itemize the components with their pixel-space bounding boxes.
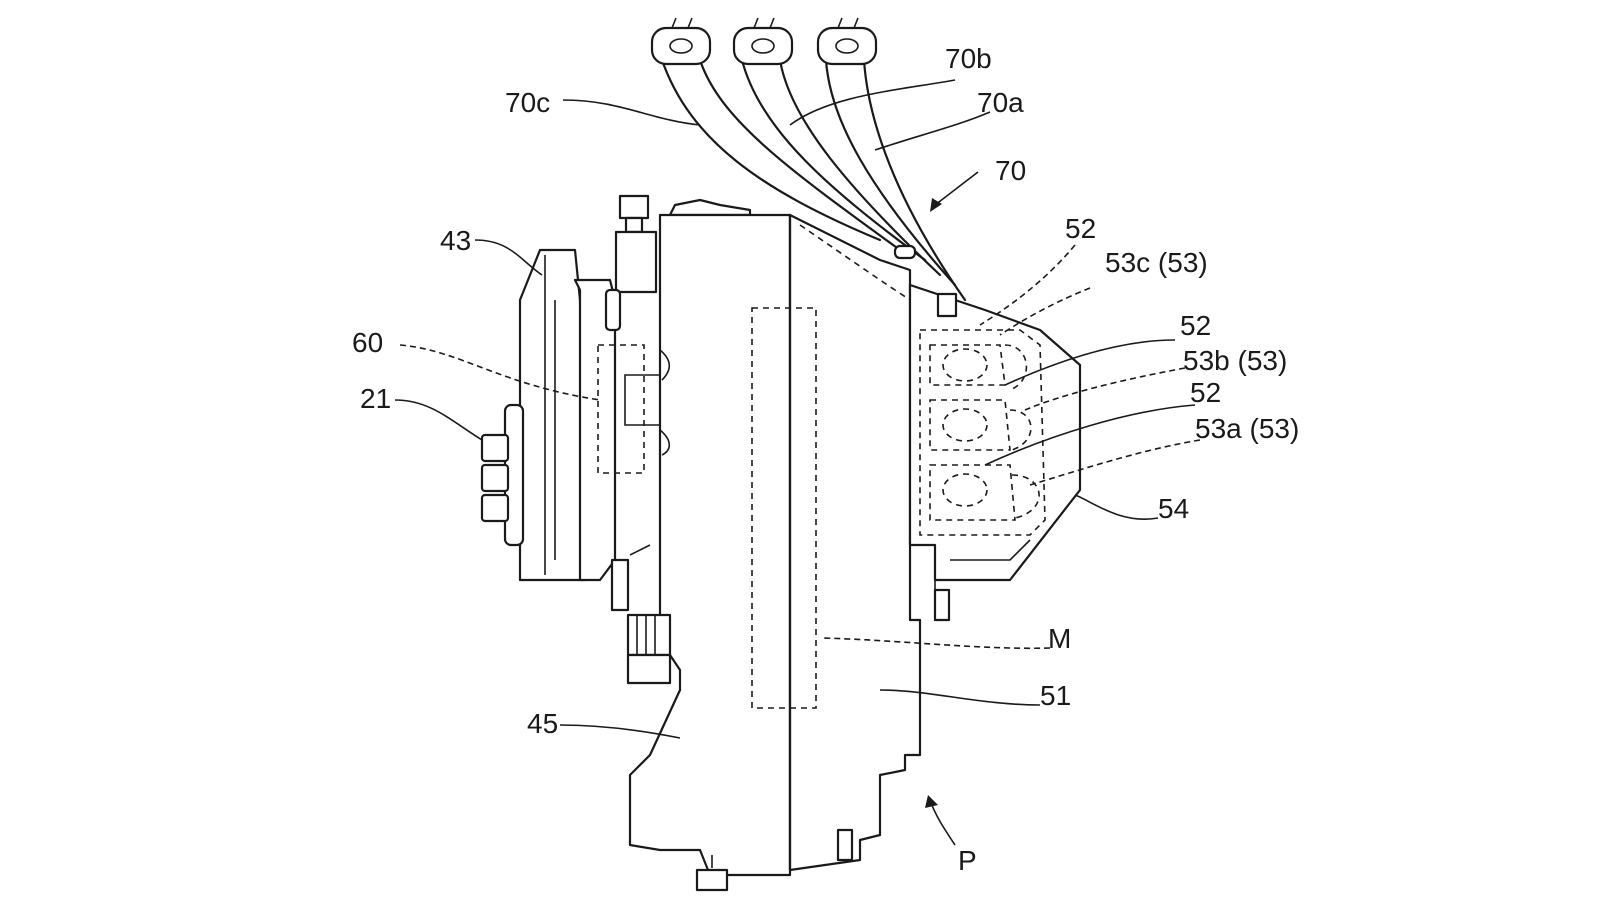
leader-lines (394, 79, 1201, 846)
label-43: 43 (440, 225, 471, 256)
cable-70a (824, 58, 957, 287)
housing-45 (610, 198, 792, 892)
label-52-top: 52 (1065, 213, 1096, 244)
label-53c: 53c (53) (1105, 247, 1208, 278)
stator-M-outline (751, 307, 817, 709)
label-70a: 70a (977, 87, 1024, 118)
label-52-low: 52 (1190, 377, 1221, 408)
label-52-mid: 52 (1180, 310, 1211, 341)
label-54: 54 (1158, 493, 1189, 524)
terminal-70c (650, 17, 712, 66)
cable-70a-inner (862, 58, 967, 302)
cable-terminals (650, 17, 878, 66)
label-70c: 70c (505, 87, 550, 118)
cable-70b (740, 58, 927, 262)
label-60: 60 (352, 327, 383, 358)
label-70b: 70b (945, 43, 992, 74)
flange-43 (518, 248, 617, 582)
label-21: 21 (360, 383, 391, 414)
shaft-21 (480, 403, 525, 547)
label-51: 51 (1040, 680, 1071, 711)
reference-labels: 70c 70b 70a 70 43 60 21 52 53c (53) 52 5… (352, 43, 1299, 876)
label-45: 45 (527, 708, 558, 739)
cable-bundle-70 (660, 58, 967, 302)
terminal-box-54 (908, 283, 1082, 622)
label-53a: 53a (53) (1195, 413, 1299, 444)
top-bolt (604, 194, 658, 332)
label-53b: 53b (53) (1183, 345, 1287, 376)
component-60-outline (597, 344, 645, 474)
cable-70b-inner (778, 58, 942, 277)
motor-body-51 (788, 213, 922, 872)
cable-70c-inner (698, 58, 902, 252)
terminal-70b (732, 17, 794, 66)
label-70: 70 (995, 155, 1026, 186)
label-M: M (1048, 623, 1071, 654)
label-P: P (958, 845, 977, 876)
cable-70c (660, 58, 882, 242)
terminal-70a (816, 17, 878, 66)
